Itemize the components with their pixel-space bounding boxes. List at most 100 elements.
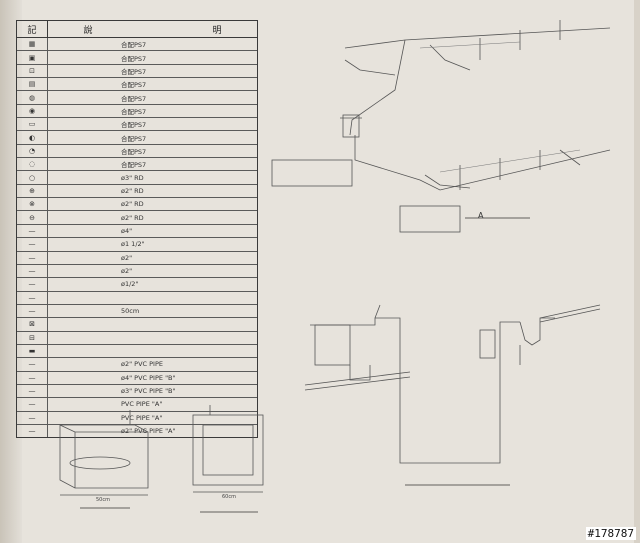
legend-row: — ø1/2" xyxy=(17,278,257,292)
legend-row: — PVC PIPE "A" xyxy=(17,411,257,425)
legend-row: ⊗ ø2" RD xyxy=(17,198,257,212)
legend-symbol-icon: — xyxy=(17,251,48,264)
legend-row: — PVC PIPE "A" xyxy=(17,398,257,412)
legend-item-description: ø4" PVC PIPE "B" xyxy=(121,373,176,382)
legend-row: — 50cm xyxy=(17,304,257,319)
legend-row: ▣ 合配PS7 xyxy=(17,51,257,65)
legend-row: ▭ 合配PS7 xyxy=(17,118,257,132)
legend-header: 記 說 明 xyxy=(17,21,257,38)
legend-symbol-icon: ⊗ xyxy=(17,198,48,211)
legend-row: ▬ xyxy=(17,344,257,359)
legend-symbol-icon: — xyxy=(17,384,48,398)
legend-item-description: ø3" RD xyxy=(121,173,144,182)
legend-item-description: ø2" xyxy=(121,267,133,276)
legend-table: 記 說 明 ▦合配PS7▣合配PS7⊡合配PS7▤合配PS7◍合配PS7◉合配P… xyxy=(16,20,258,439)
legend-row: — ø4" PVC PIPE "B" xyxy=(17,371,257,385)
drain-line-middle xyxy=(354,135,611,191)
legend-item-description: 合配PS7 xyxy=(121,161,147,170)
legend-row: ▤ 合配PS7 xyxy=(17,78,257,92)
legend-item-description: 合配PS7 xyxy=(121,54,147,63)
legend-symbol-icon: ◔ xyxy=(17,144,48,158)
legend-item-description: ø2" RD xyxy=(121,200,144,209)
manhole-isometric xyxy=(59,424,149,489)
legend-item-description: ø1 1/2" xyxy=(121,240,145,249)
legend-row: — xyxy=(17,291,257,305)
legend-row: — ø4" xyxy=(17,224,257,239)
legend-row: ◍ 合配PS7 xyxy=(17,91,257,105)
legend-item-description: ø2" PVC PIPE "A" xyxy=(121,427,176,436)
legend-symbol-icon: — xyxy=(17,411,48,424)
legend-header-description: 說 明 xyxy=(83,25,222,36)
legend-row: ○ ø3" RD xyxy=(17,171,257,185)
legend-row: ⊖ ø2" RD xyxy=(17,211,257,225)
legend-row: ⊕ ø2" RD xyxy=(17,184,257,199)
legend-row: ◐ 合配PS7 xyxy=(17,131,257,145)
legend-row: ⊠ xyxy=(17,318,257,332)
legend-symbol-icon: ◍ xyxy=(17,91,48,104)
image-id-watermark: #178787 xyxy=(585,527,636,540)
legend-item-description: ø3" PVC PIPE "B" xyxy=(121,387,176,396)
legend-row: ⊟ xyxy=(17,331,257,345)
legend-item-description: 50cm xyxy=(121,307,140,316)
legend-symbol-icon: — xyxy=(17,398,48,411)
legend-symbol-icon: ⊠ xyxy=(17,318,48,331)
legend-symbol-icon: ⊟ xyxy=(17,331,48,344)
legend-symbol-icon: ◐ xyxy=(17,131,48,144)
legend-symbol-icon: ○ xyxy=(17,171,48,184)
legend-item-description: 合配PS7 xyxy=(121,147,147,156)
dim-plan: 60cm xyxy=(222,494,236,500)
legend-item-description: PVC PIPE "A" xyxy=(121,413,163,422)
legend-item-description: ø2" RD xyxy=(121,186,144,195)
legend-symbol-icon: ⊡ xyxy=(17,64,48,78)
legend-symbol-icon: — xyxy=(17,358,48,371)
legend-item-description: 合配PS7 xyxy=(121,121,147,130)
legend-row: — ø2" PVC PIPE xyxy=(17,358,257,372)
legend-item-description: 合配PS7 xyxy=(121,94,147,103)
legend-symbol-icon: — xyxy=(17,278,48,291)
legend-symbol-icon: — xyxy=(17,291,48,304)
legend-row: ⊡合配PS7 xyxy=(17,64,257,79)
legend-symbol-icon: — xyxy=(17,371,48,384)
legend-row: ▦ 合配PS7 xyxy=(17,38,257,52)
legend-symbol-icon: ▣ xyxy=(17,51,48,64)
legend-symbol-icon: ⊕ xyxy=(17,184,48,198)
legend-rows: ▦合配PS7▣合配PS7⊡合配PS7▤合配PS7◍合配PS7◉合配PS7▭合配P… xyxy=(17,38,257,438)
legend-symbol-icon: — xyxy=(17,304,48,318)
legend-symbol-icon: — xyxy=(17,238,48,251)
legend-item-description: ø2" xyxy=(121,253,133,262)
legend-symbol-icon: ◌ xyxy=(17,158,48,171)
septic-tank-outline xyxy=(310,317,520,464)
legend-symbol-icon: — xyxy=(17,264,48,278)
legend-item-description: 合配PS7 xyxy=(121,107,147,116)
legend-item-description: 合配PS7 xyxy=(121,134,147,143)
legend-row: ◉ 合配PS7 xyxy=(17,104,257,119)
legend-item-description: ø2" PVC PIPE xyxy=(121,360,164,369)
dim-iso: 50cm xyxy=(96,497,110,503)
legend-row: ◔ 合配PS7 xyxy=(17,144,257,159)
legend-symbol-icon: ▤ xyxy=(17,78,48,91)
legend-row: — ø2" xyxy=(17,264,257,279)
legend-symbol-icon: ◉ xyxy=(17,104,48,118)
legend-symbol-icon: — xyxy=(17,424,48,438)
riser-section-title: A xyxy=(478,211,484,220)
legend-row: — ø3" PVC PIPE "B" xyxy=(17,384,257,399)
manhole-plan xyxy=(192,414,264,486)
legend-item-description: ø1/2" xyxy=(121,280,139,289)
legend-item-description: PVC PIPE "A" xyxy=(121,400,163,409)
legend-item-description: 合配PS7 xyxy=(121,81,147,90)
legend-row: — ø2" PVC PIPE "A" xyxy=(17,424,257,438)
legend-item-description: 合配PS7 xyxy=(121,41,147,50)
legend-symbol-icon: ▬ xyxy=(17,344,48,358)
legend-header-symbol: 記 xyxy=(17,21,48,37)
legend-item-description: ø2" RD xyxy=(121,213,144,222)
legend-symbol-icon: — xyxy=(17,224,48,238)
legend-symbol-icon: ▭ xyxy=(17,118,48,131)
legend-row: ◌ 合配PS7 xyxy=(17,158,257,172)
legend-symbol-icon: ⊖ xyxy=(17,211,48,224)
legend-row: — ø1 1/2" xyxy=(17,238,257,252)
drain-line-top xyxy=(344,27,611,49)
legend-row: — ø2" xyxy=(17,251,257,265)
legend-item-description: ø4" xyxy=(121,226,133,235)
legend-symbol-icon: ▦ xyxy=(17,38,48,51)
